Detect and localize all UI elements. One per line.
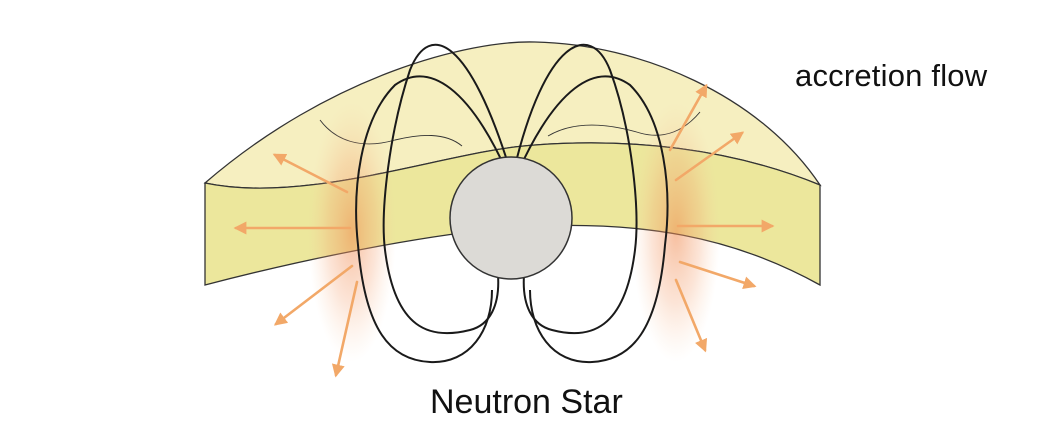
arrow-right-5: [674, 278, 708, 353]
arrow-right-1: [668, 83, 708, 152]
outflow-arrows: [233, 83, 775, 378]
outflow-glow-right: [632, 102, 720, 362]
accretion-flow-label: accretion flow: [795, 58, 988, 93]
arrow-right-4: [678, 260, 757, 289]
neutron-star: [449, 156, 573, 280]
field-line-inner-left: [382, 43, 511, 335]
magnetic-field-lines: [355, 43, 669, 364]
neutron-star-label: Neutron Star: [430, 383, 623, 421]
field-line-outer-left: [355, 75, 508, 364]
arrow-right-2: [674, 131, 745, 182]
field-line-outer-right: [517, 75, 669, 364]
field-line-inner-right: [513, 43, 638, 335]
arrow-left-1: [272, 153, 349, 194]
arrow-left-4: [331, 280, 359, 378]
arrow-left-3: [273, 264, 354, 326]
outflow-glow-left: [308, 102, 396, 362]
